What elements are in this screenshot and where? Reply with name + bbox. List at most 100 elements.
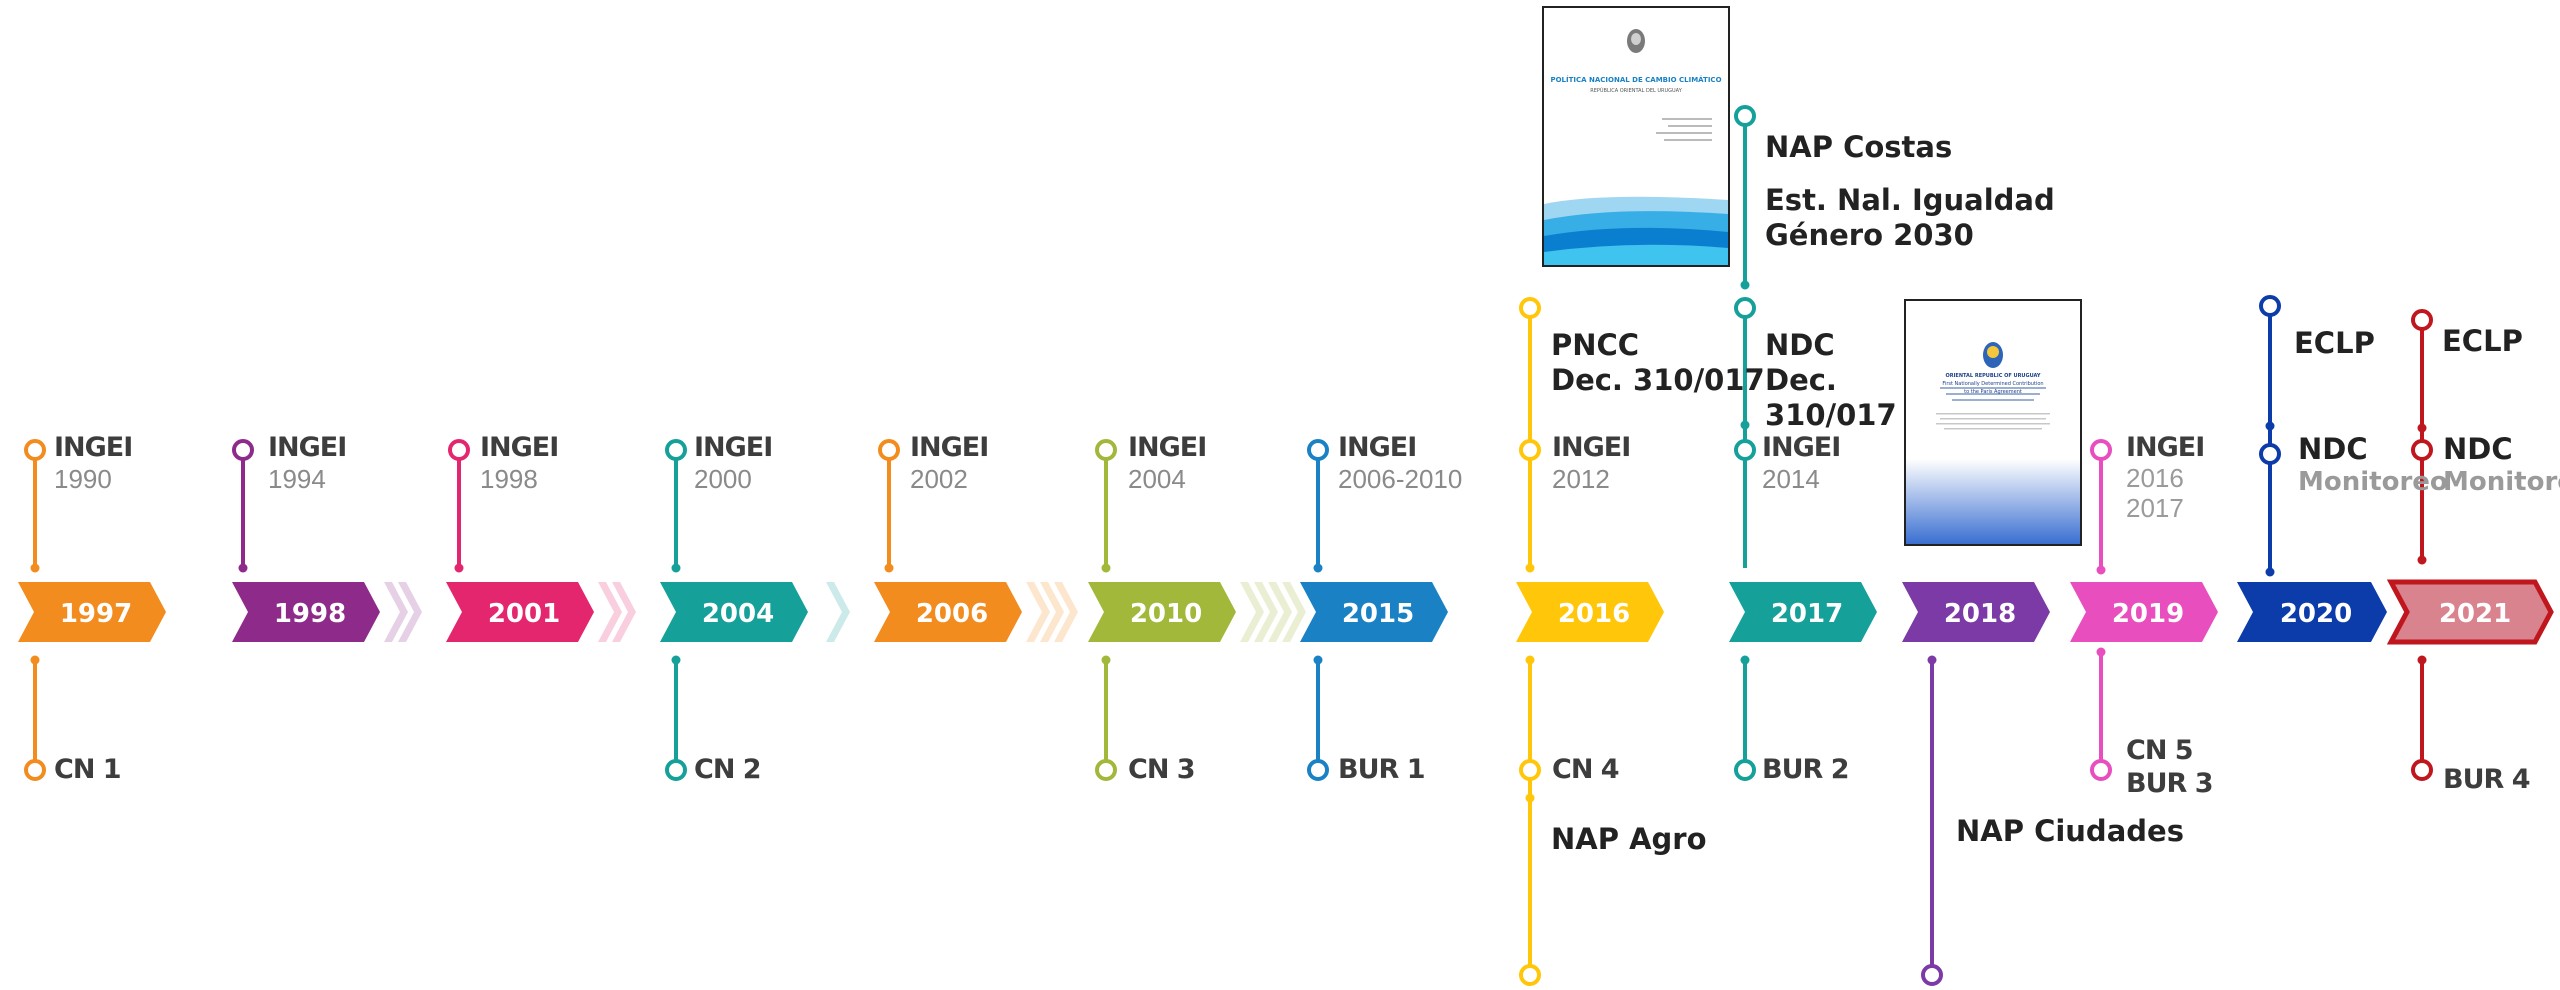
- circle-marker-icon: [448, 439, 470, 461]
- dot-marker-icon: [2417, 555, 2427, 565]
- milestone-ingei-2016-2017: INGEI 2016 2017: [2126, 432, 2205, 523]
- circle-marker-icon: [1519, 759, 1541, 781]
- year-label-2016: 2016: [1558, 599, 1630, 629]
- dot-marker-icon: [2417, 423, 2427, 433]
- year-arrow-2021: [2386, 579, 2554, 645]
- year-label-1997: 1997: [60, 599, 132, 629]
- timeline-connectors: [24, 105, 2433, 986]
- spacer-chevron-icon: [1240, 582, 1264, 642]
- circle-marker-icon: [2411, 309, 2433, 331]
- year-arrow-2018: [1902, 582, 2050, 642]
- year-label-2018: 2018: [1944, 599, 2016, 629]
- spacer-chevron-icon: [1254, 582, 1278, 642]
- year-label-1998: 1998: [274, 599, 346, 629]
- year-arrow-2019: [2070, 582, 2218, 642]
- dot-marker-icon: [1740, 420, 1750, 430]
- dot-marker-icon: [1525, 793, 1535, 803]
- milestone-ingei-1998: INGEI 1998: [480, 432, 559, 494]
- spacer-chevron-icon: [826, 582, 850, 642]
- year-label-2021: 2021: [2439, 599, 2511, 629]
- dot-marker-icon: [238, 563, 248, 573]
- year-arrow-2016: [1516, 582, 1664, 642]
- milestone-est-nal-igualdad: Est. Nal. Igualdad Género 2030: [1765, 183, 2055, 252]
- milestone-ingei-2006-2010: INGEI 2006-2010: [1338, 432, 1463, 494]
- dot-marker-icon: [30, 563, 40, 573]
- year-label-2004: 2004: [702, 599, 774, 629]
- circle-marker-icon: [1734, 105, 1756, 127]
- year-arrow-2017: [1729, 582, 1877, 642]
- spacer-chevron-icon: [1282, 582, 1306, 642]
- year-label-2010: 2010: [1130, 599, 1202, 629]
- spacer-chevron-icon: [1040, 582, 1064, 642]
- year-label-2017: 2017: [1771, 599, 1843, 629]
- milestone-ingei-1994: INGEI 1994: [268, 432, 347, 494]
- circle-marker-icon: [1921, 964, 1943, 986]
- circle-marker-icon: [1519, 297, 1541, 319]
- milestone-ingei-2000: INGEI 2000: [694, 432, 773, 494]
- milestone-ndc-2017: NDC Dec. 310/017: [1765, 328, 1897, 432]
- year-arrow-2015: [1300, 582, 1448, 642]
- milestone-cn2: CN 2: [694, 754, 762, 785]
- dot-marker-icon: [1101, 563, 1111, 573]
- milestone-ingei-2014: INGEI 2014: [1762, 432, 1841, 494]
- year-label-2015: 2015: [1342, 599, 1414, 629]
- document-cover-icon: [1906, 342, 2080, 544]
- milestone-cn5-bur3: CN 5 BUR 3: [2126, 735, 2213, 799]
- ndc-document-cover: ORIENTAL REPUBLIC OF URUGUAY First Natio…: [1904, 299, 2082, 546]
- timeline-year-arrows: [18, 579, 2554, 645]
- milestone-ndc-monitoreo-2020: NDC Monitoreo: [2298, 432, 2448, 497]
- milestone-eclp-2020: ECLP: [2294, 326, 2375, 360]
- dot-marker-icon: [1740, 655, 1750, 665]
- circle-marker-icon: [2411, 759, 2433, 781]
- document-cover-icon: [1544, 29, 1728, 265]
- year-arrow-2010: [1088, 582, 1236, 642]
- year-arrow-1997: [18, 582, 166, 642]
- dot-marker-icon: [1927, 655, 1937, 665]
- circle-marker-icon: [1734, 439, 1756, 461]
- circle-marker-icon: [665, 439, 687, 461]
- milestone-pncc: PNCC Dec. 310/017: [1551, 328, 1765, 397]
- spacer-chevron-icon: [1268, 582, 1292, 642]
- timeline-spacer-chevrons: [384, 582, 1306, 642]
- circle-marker-icon: [1095, 759, 1117, 781]
- dot-marker-icon: [1525, 655, 1535, 665]
- dot-marker-icon: [1313, 563, 1323, 573]
- year-arrow-2020: [2237, 582, 2387, 642]
- milestone-nap-agro: NAP Agro: [1551, 822, 1707, 856]
- circle-marker-icon: [878, 439, 900, 461]
- milestone-ndc-monitoreo-2021: NDC Monitoreo: [2443, 432, 2560, 497]
- year-arrow-1998: [232, 582, 380, 642]
- dot-marker-icon: [1740, 280, 1750, 290]
- spacer-chevron-icon: [398, 582, 422, 642]
- milestone-bur4: BUR 4: [2443, 764, 2530, 795]
- circle-marker-icon: [1307, 759, 1329, 781]
- spacer-chevron-icon: [1026, 582, 1050, 642]
- circle-marker-icon: [232, 439, 254, 461]
- dot-marker-icon: [2096, 647, 2106, 657]
- milestone-cn3: CN 3: [1128, 754, 1196, 785]
- circle-marker-icon: [24, 759, 46, 781]
- spacer-chevron-icon: [612, 582, 636, 642]
- circle-marker-icon: [1734, 297, 1756, 319]
- year-arrow-2004: [660, 582, 808, 642]
- spacer-chevron-icon: [1054, 582, 1078, 642]
- circle-marker-icon: [1519, 439, 1541, 461]
- spacer-chevron-icon: [598, 582, 622, 642]
- pncc-document-cover: POLÍTICA NACIONAL DE CAMBIO CLIMÁTICO RE…: [1542, 6, 1730, 267]
- milestone-eclp-2021: ECLP: [2442, 324, 2523, 358]
- circle-marker-icon: [2090, 759, 2112, 781]
- dot-marker-icon: [884, 563, 894, 573]
- year-label-2019: 2019: [2112, 599, 2184, 629]
- dot-marker-icon: [454, 563, 464, 573]
- milestone-bur1: BUR 1: [1338, 754, 1425, 785]
- dot-marker-icon: [2417, 655, 2427, 665]
- dot-marker-icon: [30, 655, 40, 665]
- circle-marker-icon: [1095, 439, 1117, 461]
- dot-marker-icon: [1525, 563, 1535, 573]
- circle-marker-icon: [24, 439, 46, 461]
- circle-marker-icon: [665, 759, 687, 781]
- dot-marker-icon: [1313, 655, 1323, 665]
